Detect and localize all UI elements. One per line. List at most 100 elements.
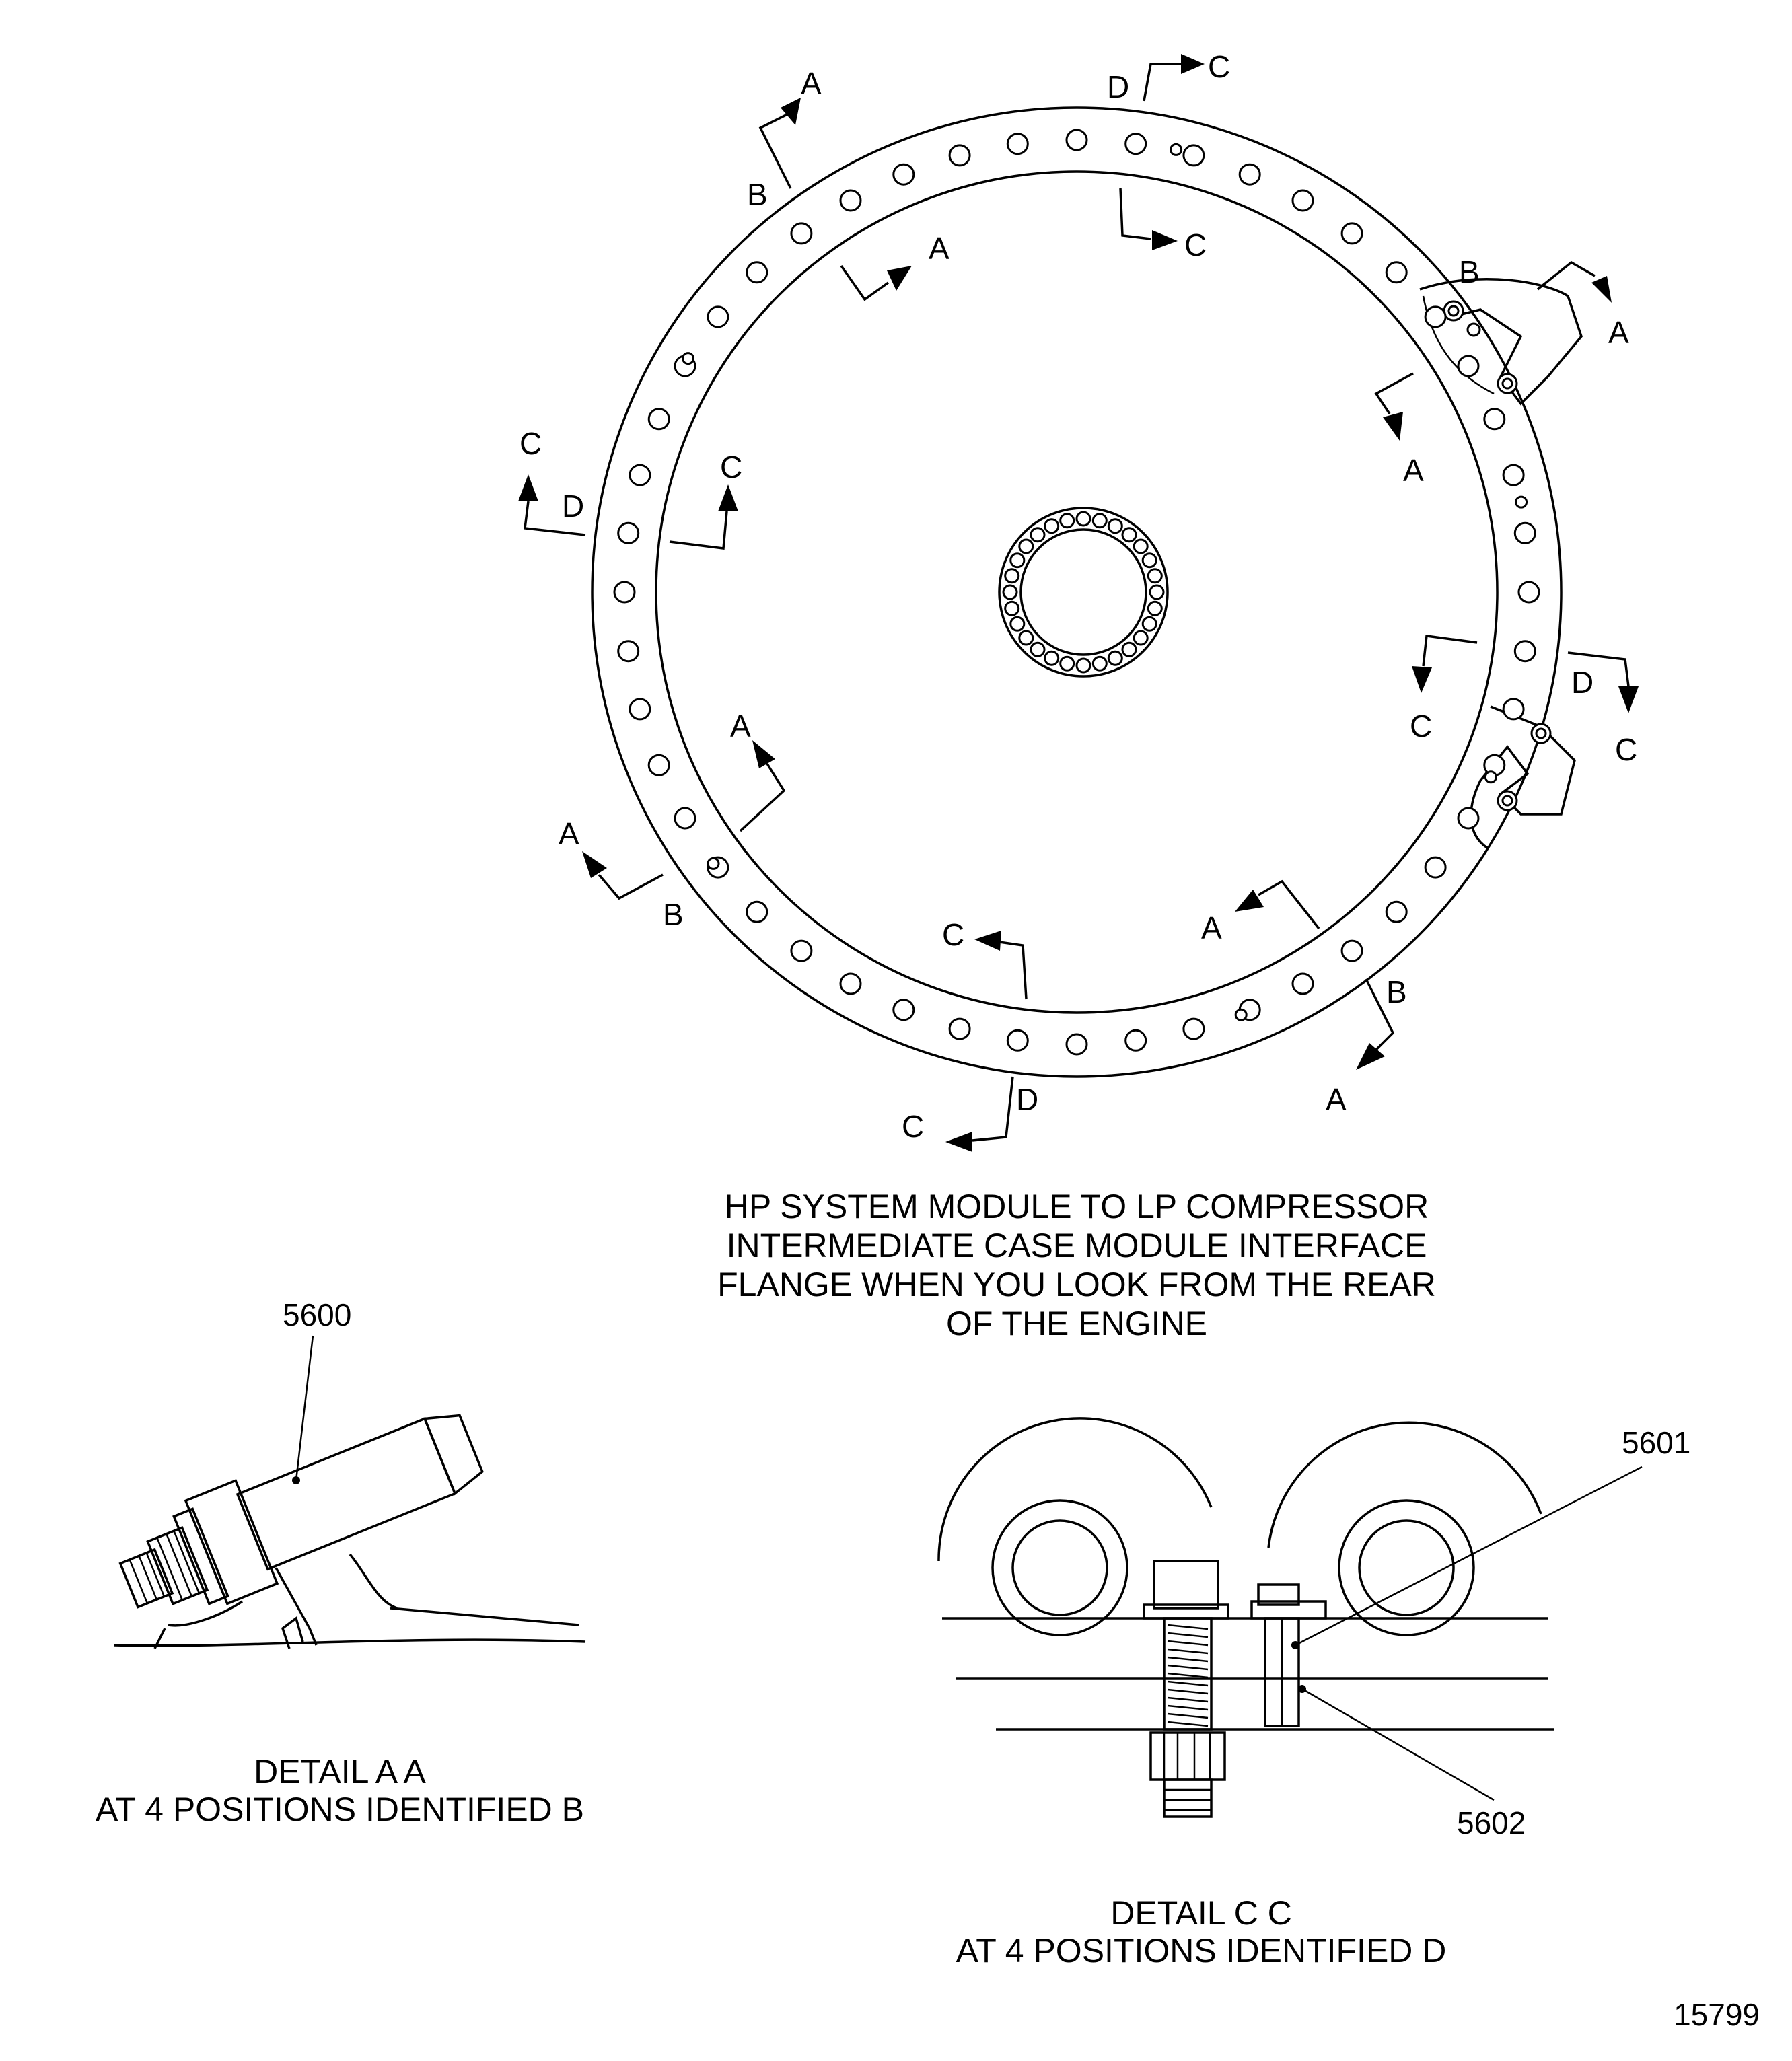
center-ring-hole: [1091, 513, 1108, 529]
flange-bolt-hole: [1517, 581, 1540, 604]
section-line-a-right-inner: [1374, 372, 1414, 414]
base-line-upper: [390, 1607, 579, 1626]
center-ring-hole: [1004, 568, 1020, 584]
flange-bolt-hole: [1483, 408, 1506, 431]
nut-body: [146, 1526, 209, 1605]
label-a-right-top: A: [1608, 315, 1629, 350]
flange-bolt-hole: [1291, 189, 1314, 212]
flange-bolt-hole: [1424, 856, 1447, 879]
bolt-washer: [172, 1507, 229, 1605]
leader-dot: [1291, 1641, 1299, 1649]
thread-line: [1167, 1632, 1209, 1638]
thread-line: [1167, 1696, 1209, 1703]
thread-line: [129, 1559, 149, 1604]
base-line-lower: [114, 1638, 586, 1647]
flange-small-hole: [682, 352, 694, 365]
thread-line: [1167, 1688, 1209, 1695]
arrow-head: [945, 1132, 972, 1152]
part-number-5601: 5601: [1622, 1425, 1690, 1460]
lug-bolt-hole-inner: [1501, 795, 1513, 807]
label-d-left: D: [562, 489, 584, 523]
center-ring-hole: [1059, 513, 1075, 529]
detail-aa-caption-line-2: AT 4 POSITIONS IDENTIFIED B: [96, 1791, 584, 1828]
center-ring-inner: [1019, 528, 1147, 656]
section-line-a-bottom-right: [1258, 879, 1320, 930]
section-line-c-inner-top: [1119, 188, 1151, 240]
section-line-a-left-inner: [739, 763, 786, 832]
bolt-washer-top: [1143, 1603, 1229, 1620]
label-b-bottom-right: B: [1386, 974, 1407, 1009]
flange-bolt-hole: [1182, 144, 1205, 167]
nut-flat: [173, 1530, 201, 1594]
dowel-head: [1257, 1583, 1300, 1606]
arrow-head: [752, 740, 775, 768]
center-ring-hole: [1091, 655, 1108, 672]
arrow-head: [1152, 230, 1178, 250]
flange-bolt-hole: [647, 754, 670, 776]
flange-bolt-hole: [1457, 355, 1480, 377]
bracket-diagonal: [275, 1567, 318, 1646]
center-ring-hole: [1059, 655, 1075, 672]
center-ring-hole: [1044, 650, 1060, 666]
lug-bolt-hole-inner: [1447, 305, 1460, 317]
section-line-b-topleft: [758, 113, 792, 189]
label-a-right-inner: A: [1403, 453, 1424, 488]
label-c-bottom: C: [902, 1109, 924, 1144]
leader-5600: [295, 1335, 314, 1481]
detail-aa-caption-line-1: DETAIL A A: [254, 1753, 426, 1791]
center-ring-hole: [1030, 641, 1046, 657]
main-caption-line-3: FLANGE WHEN YOU LOOK FROM THE REAR: [717, 1266, 1436, 1303]
arrow-head: [1412, 666, 1432, 693]
center-ring-hole: [1018, 630, 1034, 646]
section-line-d-bottom: [972, 1076, 1014, 1142]
flange-bolt-hole: [790, 222, 813, 245]
center-ring-hole: [1002, 584, 1018, 600]
detail-cc-caption-line-2: AT 4 POSITIONS IDENTIFIED D: [956, 1932, 1447, 1969]
flange-bolt-hole: [746, 900, 768, 923]
leader-dot: [1298, 1685, 1306, 1693]
center-ring-hole: [1141, 616, 1157, 632]
thread-line: [1167, 1721, 1209, 1727]
main-caption: HP SYSTEM MODULE TO LP COMPRESSOR INTERM…: [717, 1188, 1436, 1342]
arrow-head: [1591, 276, 1612, 303]
bolt-nut: [1149, 1731, 1226, 1781]
thread-end: [118, 1548, 174, 1609]
label-a-inner-top: A: [929, 231, 949, 266]
label-c-left: C: [519, 426, 542, 461]
center-ring-hole: [1018, 538, 1034, 554]
arc-right: [1267, 1421, 1542, 1548]
label-b-left-lower: B: [663, 897, 684, 932]
label-a-left-inner: A: [730, 709, 751, 744]
leader-dot: [292, 1476, 300, 1484]
section-line-d-top: [1143, 63, 1184, 102]
flange-bolt-hole: [1291, 972, 1314, 995]
arrow-head: [1618, 686, 1639, 713]
center-ring-hole: [1075, 657, 1091, 674]
detail-cc-caption-line-1: DETAIL C C: [1110, 1894, 1291, 1932]
flange-bolt-hole: [1513, 521, 1536, 544]
main-caption-line-1: HP SYSTEM MODULE TO LP COMPRESSOR: [725, 1188, 1429, 1225]
leader-5602: [1301, 1688, 1495, 1801]
label-a-left-lower: A: [559, 816, 579, 851]
center-ring-hole: [1121, 527, 1137, 543]
thread-line: [1167, 1640, 1209, 1647]
section-line-a-inner-top: [840, 264, 890, 301]
flange-bolt-hole: [1065, 129, 1088, 151]
center-ring-hole: [1147, 568, 1163, 584]
flange-small-hole: [1484, 770, 1497, 784]
arrow-head: [974, 931, 1001, 951]
leader-5601: [1295, 1466, 1643, 1647]
flange-bolt-hole: [1065, 1033, 1088, 1056]
flange-bolt-hole: [892, 999, 915, 1021]
flange-bolt-hole: [1385, 261, 1408, 284]
detail-aa-drawing: 5600: [114, 1297, 586, 1649]
flange-bolt-hole: [647, 408, 670, 431]
flange-bolt-hole: [629, 698, 651, 721]
flange-bolt-hole: [629, 464, 651, 486]
center-ring-holes: [1002, 511, 1165, 674]
bolt-sleeve: [236, 1417, 457, 1571]
thread-line: [1167, 1704, 1209, 1711]
center-ring-hole: [1147, 600, 1163, 616]
bolt-tip: [423, 1414, 484, 1496]
